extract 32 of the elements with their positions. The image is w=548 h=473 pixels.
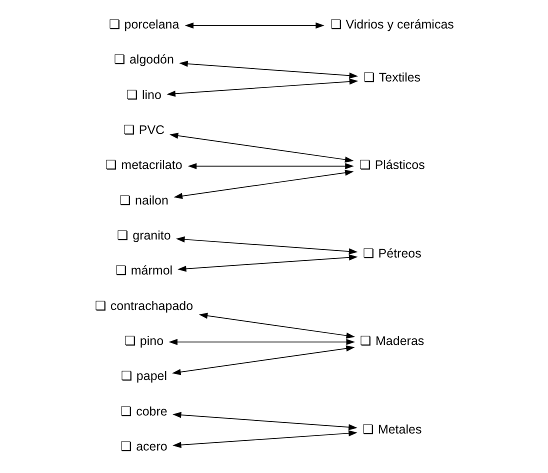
arrow: [177, 254, 358, 272]
node-text: ❏ lino: [126, 88, 161, 102]
arrow: [172, 345, 354, 376]
arrow: [184, 22, 324, 29]
node-text: ❏ metacrilato: [105, 158, 182, 172]
arrow: [173, 170, 354, 199]
node-text: ❏ nailon: [119, 193, 168, 208]
arrow: [198, 312, 355, 339]
node-text: ❏ Maderas: [360, 334, 424, 348]
node-text: ❏ Textiles: [363, 70, 420, 85]
node-text: ❏ cobre: [120, 404, 167, 418]
arrow: [178, 60, 358, 79]
arrow: [175, 236, 358, 254]
node-text: ❏ algodón: [114, 52, 174, 67]
arrow: [166, 78, 358, 97]
node-text: ❏ pino: [124, 334, 164, 348]
node-text: ❏ mármol: [114, 264, 172, 278]
arrow: [187, 163, 354, 170]
node-text: ❏ acero: [120, 439, 167, 454]
arrow: [168, 132, 354, 163]
node-text: ❏ porcelana: [108, 17, 179, 32]
node-text: ❏ papel: [120, 369, 167, 384]
arrow: [172, 430, 357, 448]
node-text: ❏ Pétreos: [362, 246, 421, 260]
node-text: ❏ Vidrios y cerámicas: [330, 17, 454, 32]
node-text: ❏ Metales: [362, 422, 422, 436]
arrow: [168, 338, 355, 346]
arrow: [172, 412, 357, 430]
node-text: ❏ Plásticos: [358, 158, 424, 172]
node-text: ❏ granito: [116, 228, 170, 242]
node-text: ❏ contrachapado: [94, 298, 193, 313]
node-text: ❏ PVC: [122, 122, 164, 137]
